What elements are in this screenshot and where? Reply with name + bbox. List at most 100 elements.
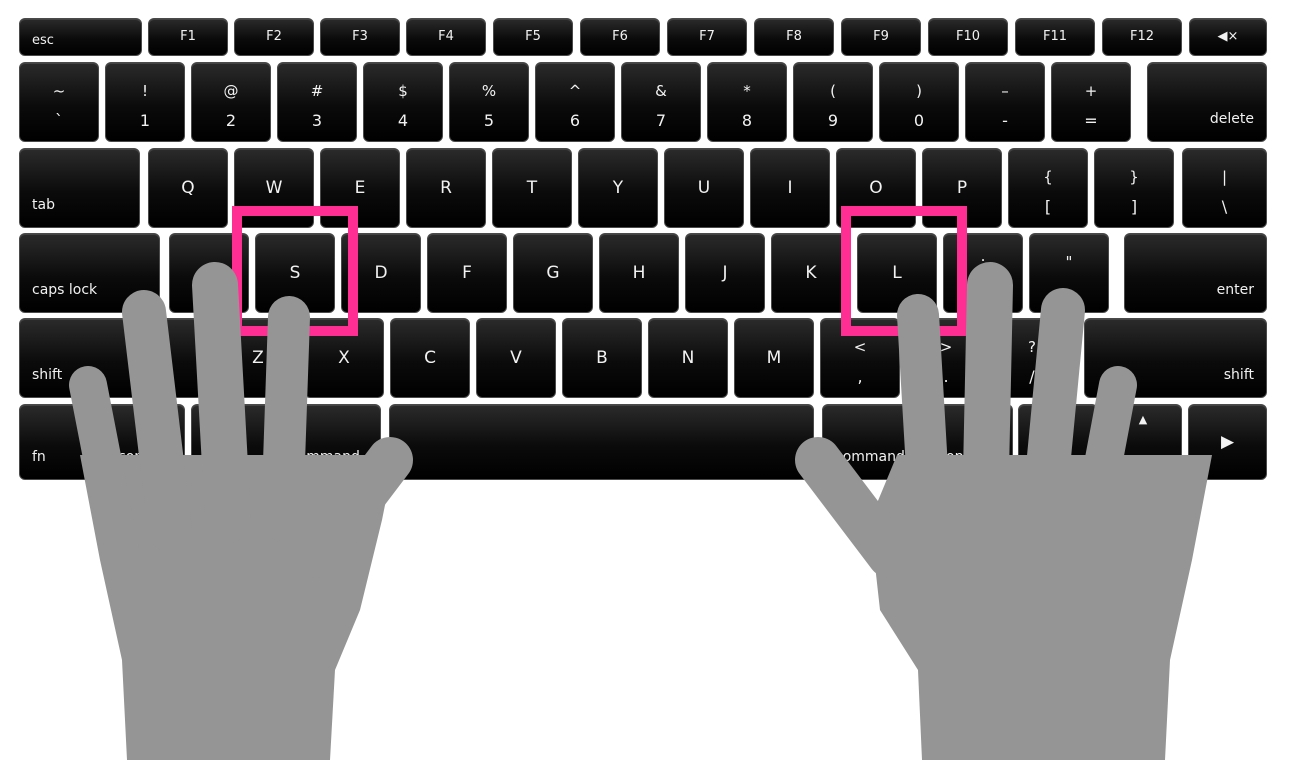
key-d[interactable]: D — [341, 233, 421, 313]
key-u[interactable]: U — [664, 148, 744, 228]
key-1[interactable]: !1 — [105, 62, 185, 142]
key-roption[interactable]: option — [933, 404, 1013, 480]
key-label: D — [374, 263, 388, 283]
key-8[interactable]: *8 — [707, 62, 787, 142]
key-label: F9 — [873, 29, 889, 44]
key-label: shift — [32, 367, 63, 383]
key-q[interactable]: Q — [148, 148, 228, 228]
key-esc[interactable]: esc — [19, 18, 142, 56]
key-delete[interactable]: delete — [1147, 62, 1267, 142]
key-x[interactable]: X — [304, 318, 384, 398]
key-equals[interactable]: += — [1051, 62, 1131, 142]
key-left[interactable]: ◀ — [1018, 404, 1098, 480]
key-5[interactable]: %5 — [449, 62, 529, 142]
key-label: control — [118, 449, 167, 465]
key-updown[interactable]: ▲▼ — [1104, 404, 1182, 480]
key-fn[interactable]: fn — [19, 404, 99, 480]
key-9[interactable]: (9 — [793, 62, 873, 142]
key-6[interactable]: ^6 — [535, 62, 615, 142]
key-upper-label: – — [1001, 82, 1009, 101]
arrow-left-icon: ◀ — [1051, 432, 1065, 452]
key-f6[interactable]: F6 — [580, 18, 660, 56]
key-f11[interactable]: F11 — [1015, 18, 1095, 56]
key-rbracket[interactable]: }] — [1094, 148, 1174, 228]
key-b[interactable]: B — [562, 318, 642, 398]
key-f4[interactable]: F4 — [406, 18, 486, 56]
key-0[interactable]: )0 — [879, 62, 959, 142]
key-minus[interactable]: –- — [965, 62, 1045, 142]
key-label: S — [289, 263, 301, 283]
key-f8[interactable]: F8 — [754, 18, 834, 56]
key-2[interactable]: @2 — [191, 62, 271, 142]
key-tab[interactable]: tab — [19, 148, 140, 228]
key-g[interactable]: G — [513, 233, 593, 313]
key-label: Z — [252, 348, 264, 368]
key-v[interactable]: V — [476, 318, 556, 398]
key-k[interactable]: K — [771, 233, 851, 313]
key-f[interactable]: F — [427, 233, 507, 313]
key-3[interactable]: #3 — [277, 62, 357, 142]
key-upper-label: > — [939, 338, 953, 357]
key-f3[interactable]: F3 — [320, 18, 400, 56]
key-label: F3 — [352, 29, 368, 44]
key-backslash[interactable]: |\ — [1182, 148, 1267, 228]
key-f12[interactable]: F12 — [1102, 18, 1182, 56]
key-label: esc — [32, 33, 54, 48]
key-upper-label: * — [743, 82, 751, 101]
key-lbracket[interactable]: {[ — [1008, 148, 1088, 228]
key-space[interactable] — [389, 404, 814, 480]
key-lower-label: . — [943, 366, 949, 386]
key-j[interactable]: J — [685, 233, 765, 313]
key-loption[interactable]: option — [191, 404, 271, 480]
key-label: O — [869, 178, 883, 198]
key-right[interactable]: ▶ — [1188, 404, 1267, 480]
key-lower-label: 1 — [139, 110, 151, 130]
key-lshift[interactable]: shift — [19, 318, 203, 398]
key-f9[interactable]: F9 — [841, 18, 921, 56]
key-n[interactable]: N — [648, 318, 728, 398]
key-upper-label: + — [1084, 82, 1098, 101]
key-lcommand[interactable]: command — [277, 404, 381, 480]
key-t[interactable]: T — [492, 148, 572, 228]
key-c[interactable]: C — [390, 318, 470, 398]
key-a[interactable]: A — [169, 233, 249, 313]
key-mute[interactable]: ◀× — [1189, 18, 1267, 56]
key-e[interactable]: E — [320, 148, 400, 228]
key-o[interactable]: O — [836, 148, 916, 228]
key-l[interactable]: L — [857, 233, 937, 313]
key-slash[interactable]: ?/ — [992, 318, 1072, 398]
key-f7[interactable]: F7 — [667, 18, 747, 56]
key-h[interactable]: H — [599, 233, 679, 313]
key-r[interactable]: R — [406, 148, 486, 228]
key-z[interactable]: Z — [218, 318, 298, 398]
key-semicolon[interactable]: :; — [943, 233, 1023, 313]
key-quote[interactable]: ", — [1029, 233, 1109, 313]
key-rcommand[interactable]: command — [822, 404, 926, 480]
key-label: X — [338, 348, 350, 368]
key-caps[interactable]: caps lock — [19, 233, 160, 313]
key-upper-label: { — [1043, 168, 1053, 187]
key-label: F1 — [180, 29, 196, 44]
key-f5[interactable]: F5 — [493, 18, 573, 56]
key-m[interactable]: M — [734, 318, 814, 398]
key-lcontrol[interactable]: control — [105, 404, 185, 480]
key-p[interactable]: P — [922, 148, 1002, 228]
key-f10[interactable]: F10 — [928, 18, 1008, 56]
key-comma[interactable]: <, — [820, 318, 900, 398]
key-4[interactable]: $4 — [363, 62, 443, 142]
key-y[interactable]: Y — [578, 148, 658, 228]
key-s[interactable]: S — [255, 233, 335, 313]
key-f2[interactable]: F2 — [234, 18, 314, 56]
key-w[interactable]: W — [234, 148, 314, 228]
key-label: F11 — [1042, 29, 1068, 44]
key-tilde[interactable]: ~` — [19, 62, 99, 142]
key-i[interactable]: I — [750, 148, 830, 228]
key-upper-label: ? — [1028, 338, 1036, 357]
key-label: V — [510, 348, 522, 368]
key-upper-label: " — [1065, 253, 1073, 272]
key-rshift[interactable]: shift — [1084, 318, 1267, 398]
key-period[interactable]: >. — [906, 318, 986, 398]
key-enter[interactable]: enter — [1124, 233, 1267, 313]
key-f1[interactable]: F1 — [148, 18, 228, 56]
key-7[interactable]: &7 — [621, 62, 701, 142]
